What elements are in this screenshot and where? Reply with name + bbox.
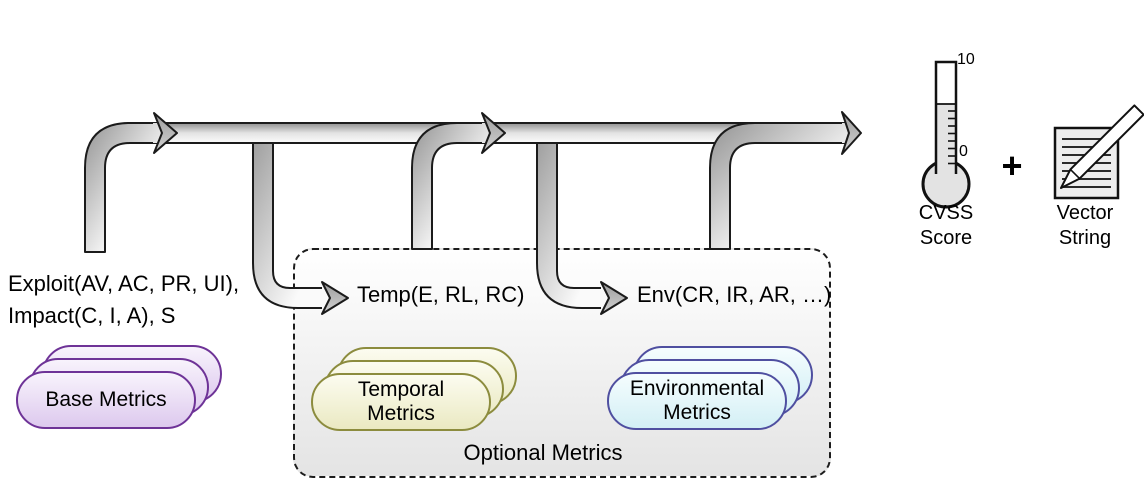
env-input-label: Env(CR, IR, AR, …) <box>637 282 832 307</box>
plus-sign: + <box>1001 145 1023 186</box>
riser-from-base-metrics <box>84 122 164 253</box>
optional-metrics-label: Optional Metrics <box>463 440 623 465</box>
environmental-metrics-stack: Environmental Metrics <box>607 346 813 430</box>
main-flow-pipe <box>149 122 850 144</box>
merge-arrowheads <box>153 111 862 155</box>
vector-string-label: Vector String <box>1056 202 1114 249</box>
impact-line: Impact(C, I, A), S <box>8 303 176 328</box>
temporal-metrics-label: Temporal Metrics <box>357 378 445 425</box>
thermometer-ticks <box>948 110 955 165</box>
document-pencil-icon <box>1053 104 1144 200</box>
environmental-metrics-label: Environmental Metrics <box>629 377 765 424</box>
base-input-label: Exploit(AV, AC, PR, UI), Impact(C, I, A)… <box>8 268 239 332</box>
riser-from-temporal-metrics <box>411 122 492 250</box>
exploit-line: Exploit(AV, AC, PR, UI), <box>8 271 240 296</box>
thermometer-max-label: 10 <box>957 51 975 68</box>
thermometer-min-label: 0 <box>959 143 968 160</box>
pencil-glyph <box>1060 104 1144 189</box>
base-metrics-label: Base Metrics <box>45 388 167 411</box>
thermometer-icon <box>921 60 971 209</box>
base-metrics-stack: Base Metrics <box>16 345 222 429</box>
temp-input-label: Temp(E, RL, RC) <box>357 282 525 307</box>
cvss-score-label: CVSS Score <box>918 202 974 249</box>
temporal-metrics-card: Temporal Metrics <box>311 373 491 431</box>
temporal-metrics-stack: Temporal Metrics <box>311 347 517 431</box>
riser-from-environmental-metrics <box>709 122 850 250</box>
environmental-metrics-card: Environmental Metrics <box>607 372 787 430</box>
document-text-lines <box>1062 138 1111 188</box>
base-metrics-card: Base Metrics <box>16 371 196 429</box>
